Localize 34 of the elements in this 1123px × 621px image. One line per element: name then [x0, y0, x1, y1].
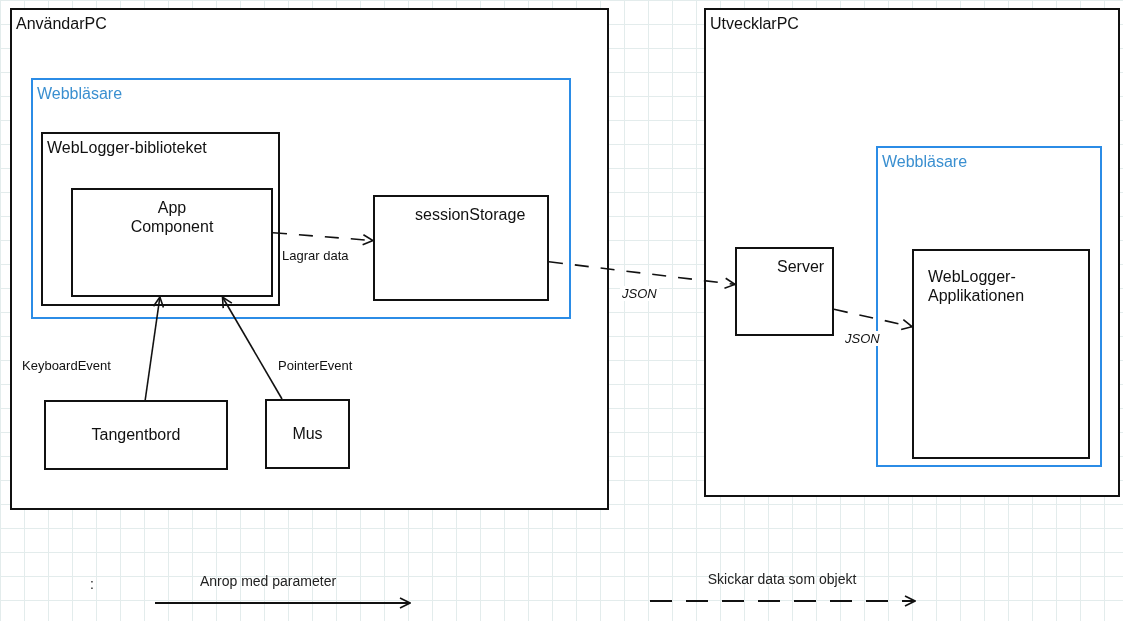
note-text: :: [90, 576, 94, 592]
container-title: Webbläsare: [882, 152, 968, 172]
computer-container: [10, 8, 609, 510]
component-box: [373, 195, 549, 301]
component-label: Tangentbord: [90, 425, 182, 445]
arrow: [144, 296, 165, 401]
arrow: [221, 296, 283, 400]
component-label: WebLogger-Applikationen: [928, 267, 1026, 306]
edge-label: JSON: [620, 286, 659, 301]
container-title: AnvändarPC: [16, 14, 107, 34]
edge-label: JSON: [843, 331, 882, 346]
legend-label: Anrop med parameter: [199, 573, 337, 589]
browser-container: [31, 78, 571, 319]
component-box: [41, 132, 280, 306]
component-box: [735, 247, 834, 336]
component-label: Mus: [291, 424, 324, 444]
component-label: App Component: [129, 198, 215, 237]
arrow: [833, 308, 913, 331]
component-box: [912, 249, 1090, 459]
component-box: [265, 399, 350, 469]
component-label: Server: [776, 257, 826, 277]
computer-container: [704, 8, 1120, 497]
component-label: WebLogger-biblioteket: [47, 138, 207, 158]
arrow: [272, 231, 374, 246]
container-title: UtvecklarPC: [710, 14, 799, 34]
edge-label: KeyboardEvent: [20, 358, 113, 373]
container-title: Webbläsare: [37, 84, 123, 104]
legend-label: Skickar data som objekt: [707, 571, 857, 587]
edge-label: Lagrar data: [280, 248, 351, 263]
edge-label: PointerEvent: [276, 358, 355, 373]
component-label: sessionStorage: [414, 205, 527, 225]
component-box: [71, 188, 273, 297]
component-box: [44, 400, 228, 470]
arrow: [548, 260, 736, 289]
